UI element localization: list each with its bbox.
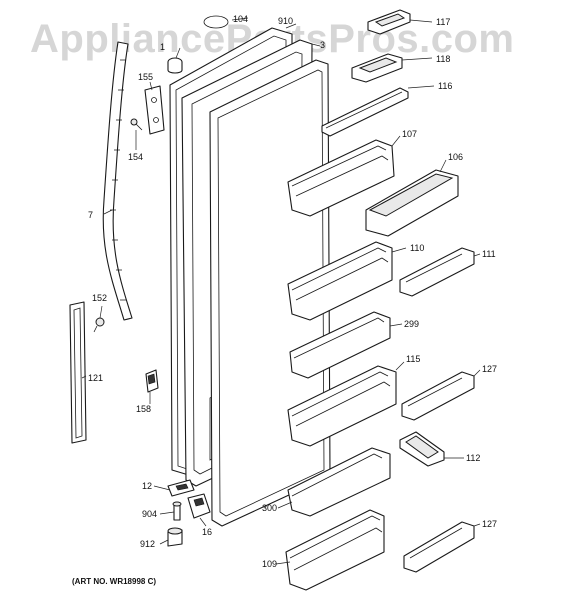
callout-16: 16 — [202, 527, 212, 537]
callout-152: 152 — [92, 293, 107, 303]
part-111-bin-front[interactable] — [399, 247, 475, 297]
part-118-dispenser-frame[interactable] — [351, 53, 403, 83]
part-109-door-bin[interactable] — [285, 509, 385, 591]
callout-912: 912 — [140, 539, 155, 549]
callout-158: 158 — [136, 404, 151, 414]
callout-299: 299 — [404, 319, 419, 329]
part-7-door-handle[interactable] — [102, 41, 133, 321]
callout-107: 107 — [402, 129, 417, 139]
part-127-bin-front-lower[interactable] — [403, 521, 475, 573]
part-154-screw[interactable] — [130, 118, 143, 131]
part-117-dispenser-cap[interactable] — [367, 9, 411, 35]
part-115-door-bin[interactable] — [287, 365, 397, 447]
part-904-pin[interactable] — [172, 501, 182, 521]
callout-110: 110 — [410, 243, 424, 253]
callout-106: 106 — [448, 152, 463, 162]
callout-154: 154 — [128, 152, 143, 162]
part-155-handle-bracket[interactable] — [144, 85, 165, 135]
callout-104: 104 — [233, 14, 248, 24]
part-116-trim-bar[interactable] — [321, 87, 409, 137]
callout-300: 300 — [262, 503, 277, 513]
callout-127-lower: 127 — [482, 519, 497, 529]
callout-118: 118 — [436, 54, 450, 64]
part-12-hinge-block[interactable] — [167, 479, 195, 497]
part-1-cap[interactable] — [167, 57, 183, 74]
callout-116: 116 — [438, 81, 452, 91]
part-127-bin-front-upper[interactable] — [401, 371, 475, 421]
callout-3: 3 — [320, 40, 325, 50]
callout-7: 7 — [88, 210, 93, 220]
part-152-screw[interactable] — [93, 317, 105, 333]
callout-1: 1 — [160, 42, 165, 52]
callout-111: 111 — [482, 249, 496, 259]
part-299-door-bin[interactable] — [289, 311, 391, 379]
callout-12: 12 — [142, 481, 152, 491]
part-107-door-bin[interactable] — [287, 139, 395, 217]
part-110-door-bin[interactable] — [287, 241, 393, 321]
part-300-door-bin[interactable] — [287, 447, 391, 517]
callout-155: 155 — [138, 72, 153, 82]
part-104-gasket-clip[interactable] — [203, 15, 229, 29]
art-number: (ART NO. WR18998 C) — [72, 577, 156, 586]
callout-117: 117 — [436, 17, 450, 27]
callout-127-upper: 127 — [482, 364, 497, 374]
part-16-hinge-cover[interactable] — [187, 493, 211, 519]
callout-910: 910 — [278, 16, 293, 26]
callout-labels: 104 910 3 1 117 118 116 155 154 7 107 10… — [88, 14, 497, 569]
part-106-covered-bin[interactable] — [365, 169, 459, 237]
part-158-bracket[interactable] — [145, 369, 159, 393]
callout-112: 112 — [466, 453, 480, 463]
part-121-trim-strip[interactable] — [69, 301, 87, 444]
callout-904: 904 — [142, 509, 157, 519]
callout-115: 115 — [406, 354, 420, 364]
part-912-bushing[interactable] — [167, 527, 183, 547]
callout-109: 109 — [262, 559, 277, 569]
callout-121: 121 — [88, 373, 103, 383]
part-112-tray[interactable] — [399, 431, 445, 467]
leader-lines — [81, 17, 481, 565]
